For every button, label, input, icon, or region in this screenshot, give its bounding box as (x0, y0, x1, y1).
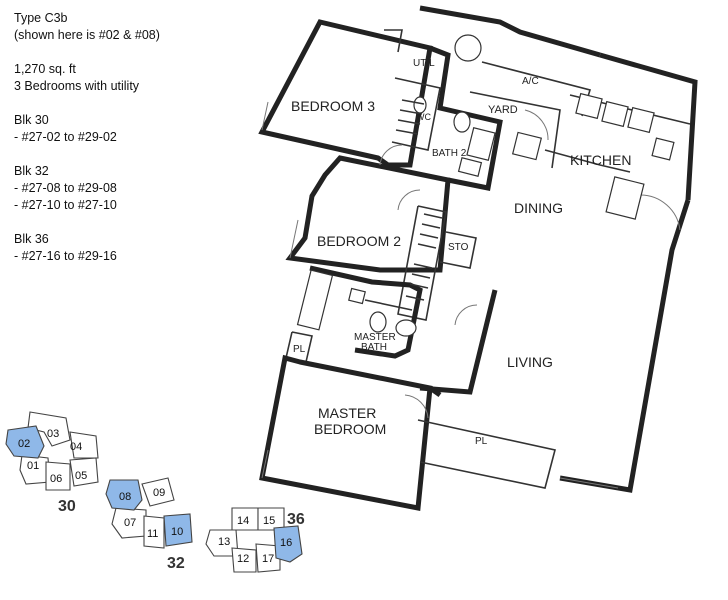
key-plan-block-32: 08 09 07 11 10 32 (105, 477, 193, 572)
key-plan-unit-14: 14 (237, 515, 249, 527)
key-plan-unit-03: 03 (47, 428, 59, 440)
block-32-units-b: - #27-10 to #27-10 (14, 198, 117, 212)
key-plan-unit-08: 08 (119, 491, 131, 503)
key-plan-unit-02-highlight (5, 425, 45, 459)
room-label-sto: STO (448, 242, 469, 253)
key-plan-unit-10-highlight (163, 513, 193, 547)
key-plan-unit-04: 04 (70, 441, 82, 453)
block-36-name: Blk 36 (14, 232, 49, 246)
key-plan-unit-05: 05 (75, 470, 87, 482)
key-plan-unit-08-highlight (105, 479, 143, 511)
room-label-master-bath-1: MASTER (354, 332, 396, 343)
block-36-units: - #27-16 to #29-16 (14, 249, 117, 263)
key-plan-unit-11: 11 (147, 528, 158, 540)
key-plan-unit-16-highlight (273, 525, 303, 563)
room-label-pl-bottom: PL (475, 436, 488, 447)
room-label-bath2: BATH 2 (432, 148, 467, 159)
key-plan-unit-17: 17 (262, 553, 274, 565)
room-label-master-bed-2: BEDROOM (314, 421, 386, 437)
room-label-living: LIVING (507, 354, 553, 370)
key-plan-block-36-label: 36 (287, 511, 305, 528)
key-plan-block-36: 14 15 13 12 17 16 36 (205, 507, 305, 573)
key-plan: 02 03 04 01 06 05 30 08 09 07 11 10 32 (5, 411, 305, 573)
key-plan-unit-13: 13 (218, 536, 230, 548)
key-plan-block-30: 02 03 04 01 06 05 30 (5, 411, 99, 515)
unit-info-panel: Type C3b (shown here is #02 & #08) 1,270… (14, 10, 244, 265)
key-plan-unit-01: 01 (27, 460, 39, 472)
block-30-units: - #27-02 to #29-02 (14, 130, 117, 144)
block-32-units-a: - #27-08 to #29-08 (14, 181, 117, 195)
floor-plan-openings (261, 101, 681, 489)
block-30-name: Blk 30 (14, 113, 49, 127)
room-label-master-bath-2: BATH (361, 342, 387, 353)
unit-shown-note: (shown here is #02 & #08) (14, 28, 160, 42)
room-label-ac: A/C (522, 76, 539, 87)
room-label-master-bed-1: MASTER (318, 405, 376, 421)
room-label-util: UTIL (413, 58, 435, 69)
unit-type: Type C3b (14, 11, 68, 25)
key-plan-block-32-label: 32 (167, 555, 185, 572)
key-plan-block-30-label: 30 (58, 498, 76, 515)
room-label-kitchen: KITCHEN (570, 152, 631, 168)
block-32-name: Blk 32 (14, 164, 49, 178)
room-label-yard: YARD (488, 104, 518, 116)
floor-plan-walls (258, 5, 698, 511)
room-label-bedroom2: BEDROOM 2 (317, 233, 401, 249)
key-plan-unit-10: 10 (171, 526, 183, 538)
room-label-bedroom3: BEDROOM 3 (291, 98, 375, 114)
key-plan-unit-07: 07 (124, 517, 136, 529)
room-label-pl-left: PL (293, 344, 306, 355)
key-plan-unit-09: 09 (153, 487, 165, 499)
key-plan-unit-12: 12 (237, 553, 249, 565)
key-plan-unit-06: 06 (50, 473, 62, 485)
unit-area: 1,270 sq. ft (14, 62, 76, 76)
room-label-wc: WC (416, 112, 431, 122)
key-plan-unit-16: 16 (280, 537, 292, 549)
unit-bedrooms: 3 Bedrooms with utility (14, 79, 140, 93)
room-label-dining: DINING (514, 200, 563, 216)
room-labels: UTIL A/C BEDROOM 3 YARD WC BATH 2 KITCHE… (291, 58, 631, 447)
floor-plan-fixtures (296, 34, 675, 337)
key-plan-unit-15: 15 (263, 515, 275, 527)
key-plan-unit-02: 02 (18, 438, 30, 450)
